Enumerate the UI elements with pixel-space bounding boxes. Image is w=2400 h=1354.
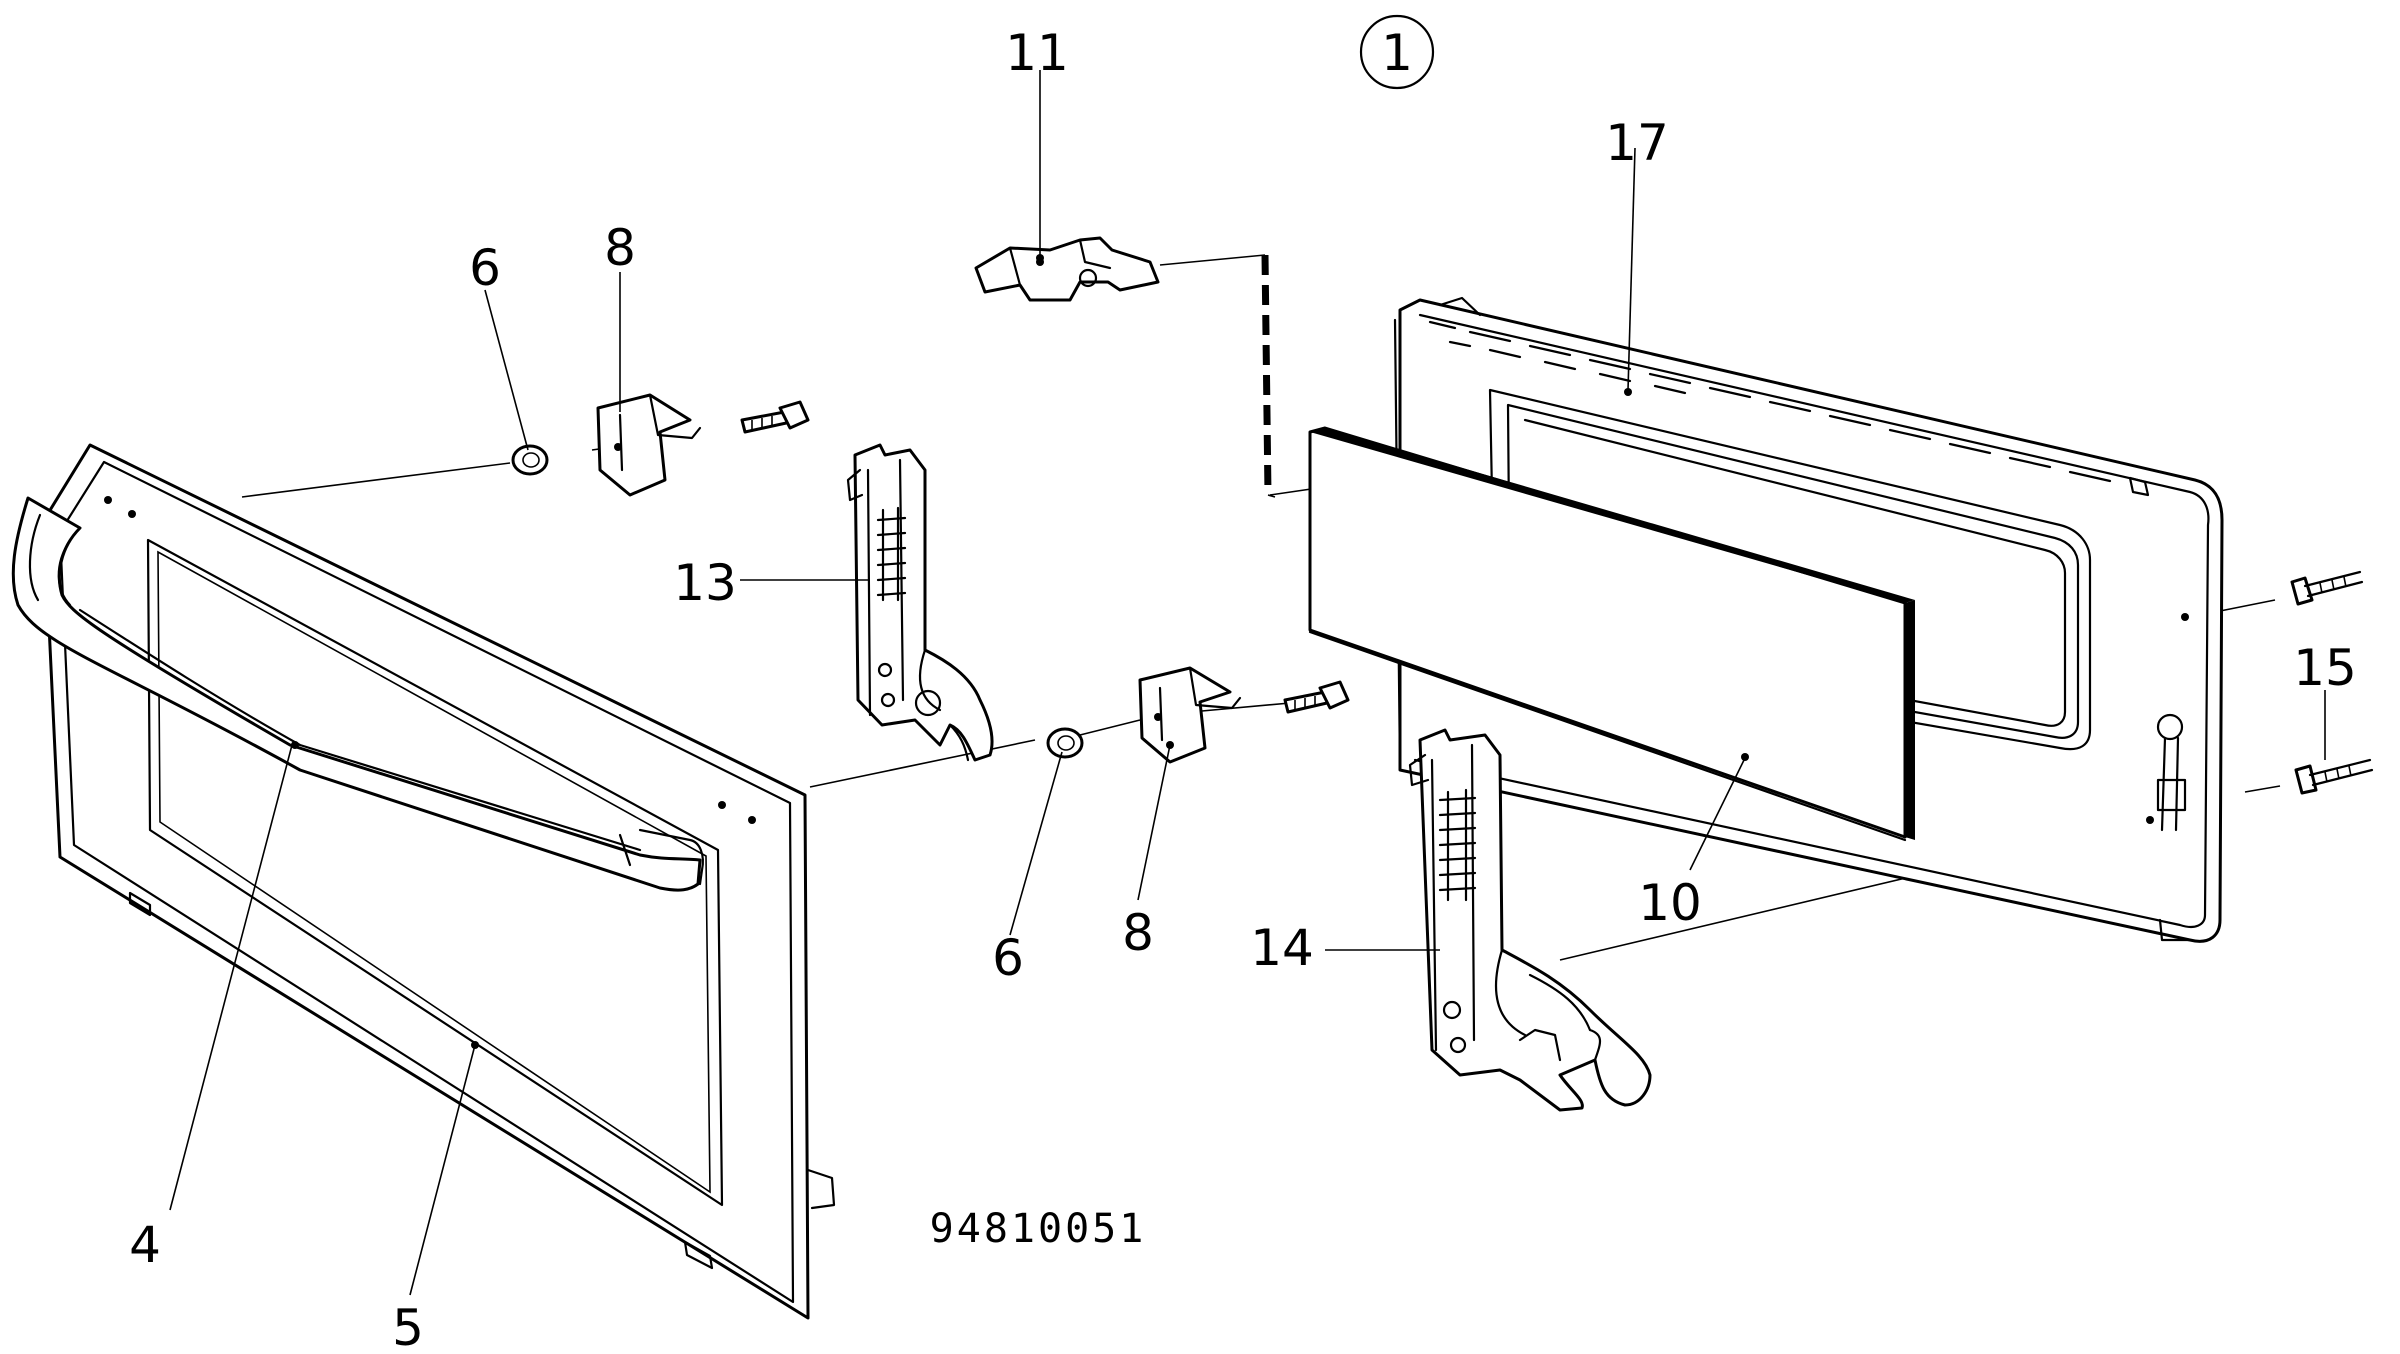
callout-6-lower: 6	[992, 929, 1024, 987]
callout-11: 11	[1005, 24, 1069, 82]
callout-17: 17	[1605, 114, 1669, 172]
nut-upper	[511, 444, 549, 476]
callout-6-upper: 6	[469, 239, 501, 297]
outer-door-panel	[42, 443, 836, 1320]
screw-upper	[2290, 570, 2364, 606]
bracket-upper	[596, 393, 810, 497]
screw-lower	[2294, 758, 2374, 795]
callout-4: 4	[129, 1216, 161, 1274]
hinge-lower	[1408, 728, 1652, 1112]
callout-8-lower: 8	[1122, 904, 1154, 962]
callout-8-upper: 8	[604, 219, 636, 277]
dashed-link	[1261, 254, 1272, 496]
diagram-code: 94810051	[930, 1206, 1147, 1252]
circled-label-1: 1	[1359, 14, 1435, 90]
circled-label-text: 1	[1381, 24, 1413, 82]
inner-glass-panel	[1308, 426, 1915, 842]
hinge-upper	[846, 443, 994, 762]
leader-lines	[169, 70, 2326, 1296]
nut-lower	[1046, 727, 1084, 759]
callout-5: 5	[392, 1299, 424, 1354]
bracket-lower	[1138, 666, 1350, 764]
door-handle	[11, 496, 704, 892]
callout-15: 15	[2293, 639, 2357, 697]
callout-13: 13	[673, 554, 737, 612]
door-latch	[974, 236, 1160, 302]
callout-14: 14	[1250, 919, 1314, 977]
callout-10: 10	[1638, 874, 1702, 932]
